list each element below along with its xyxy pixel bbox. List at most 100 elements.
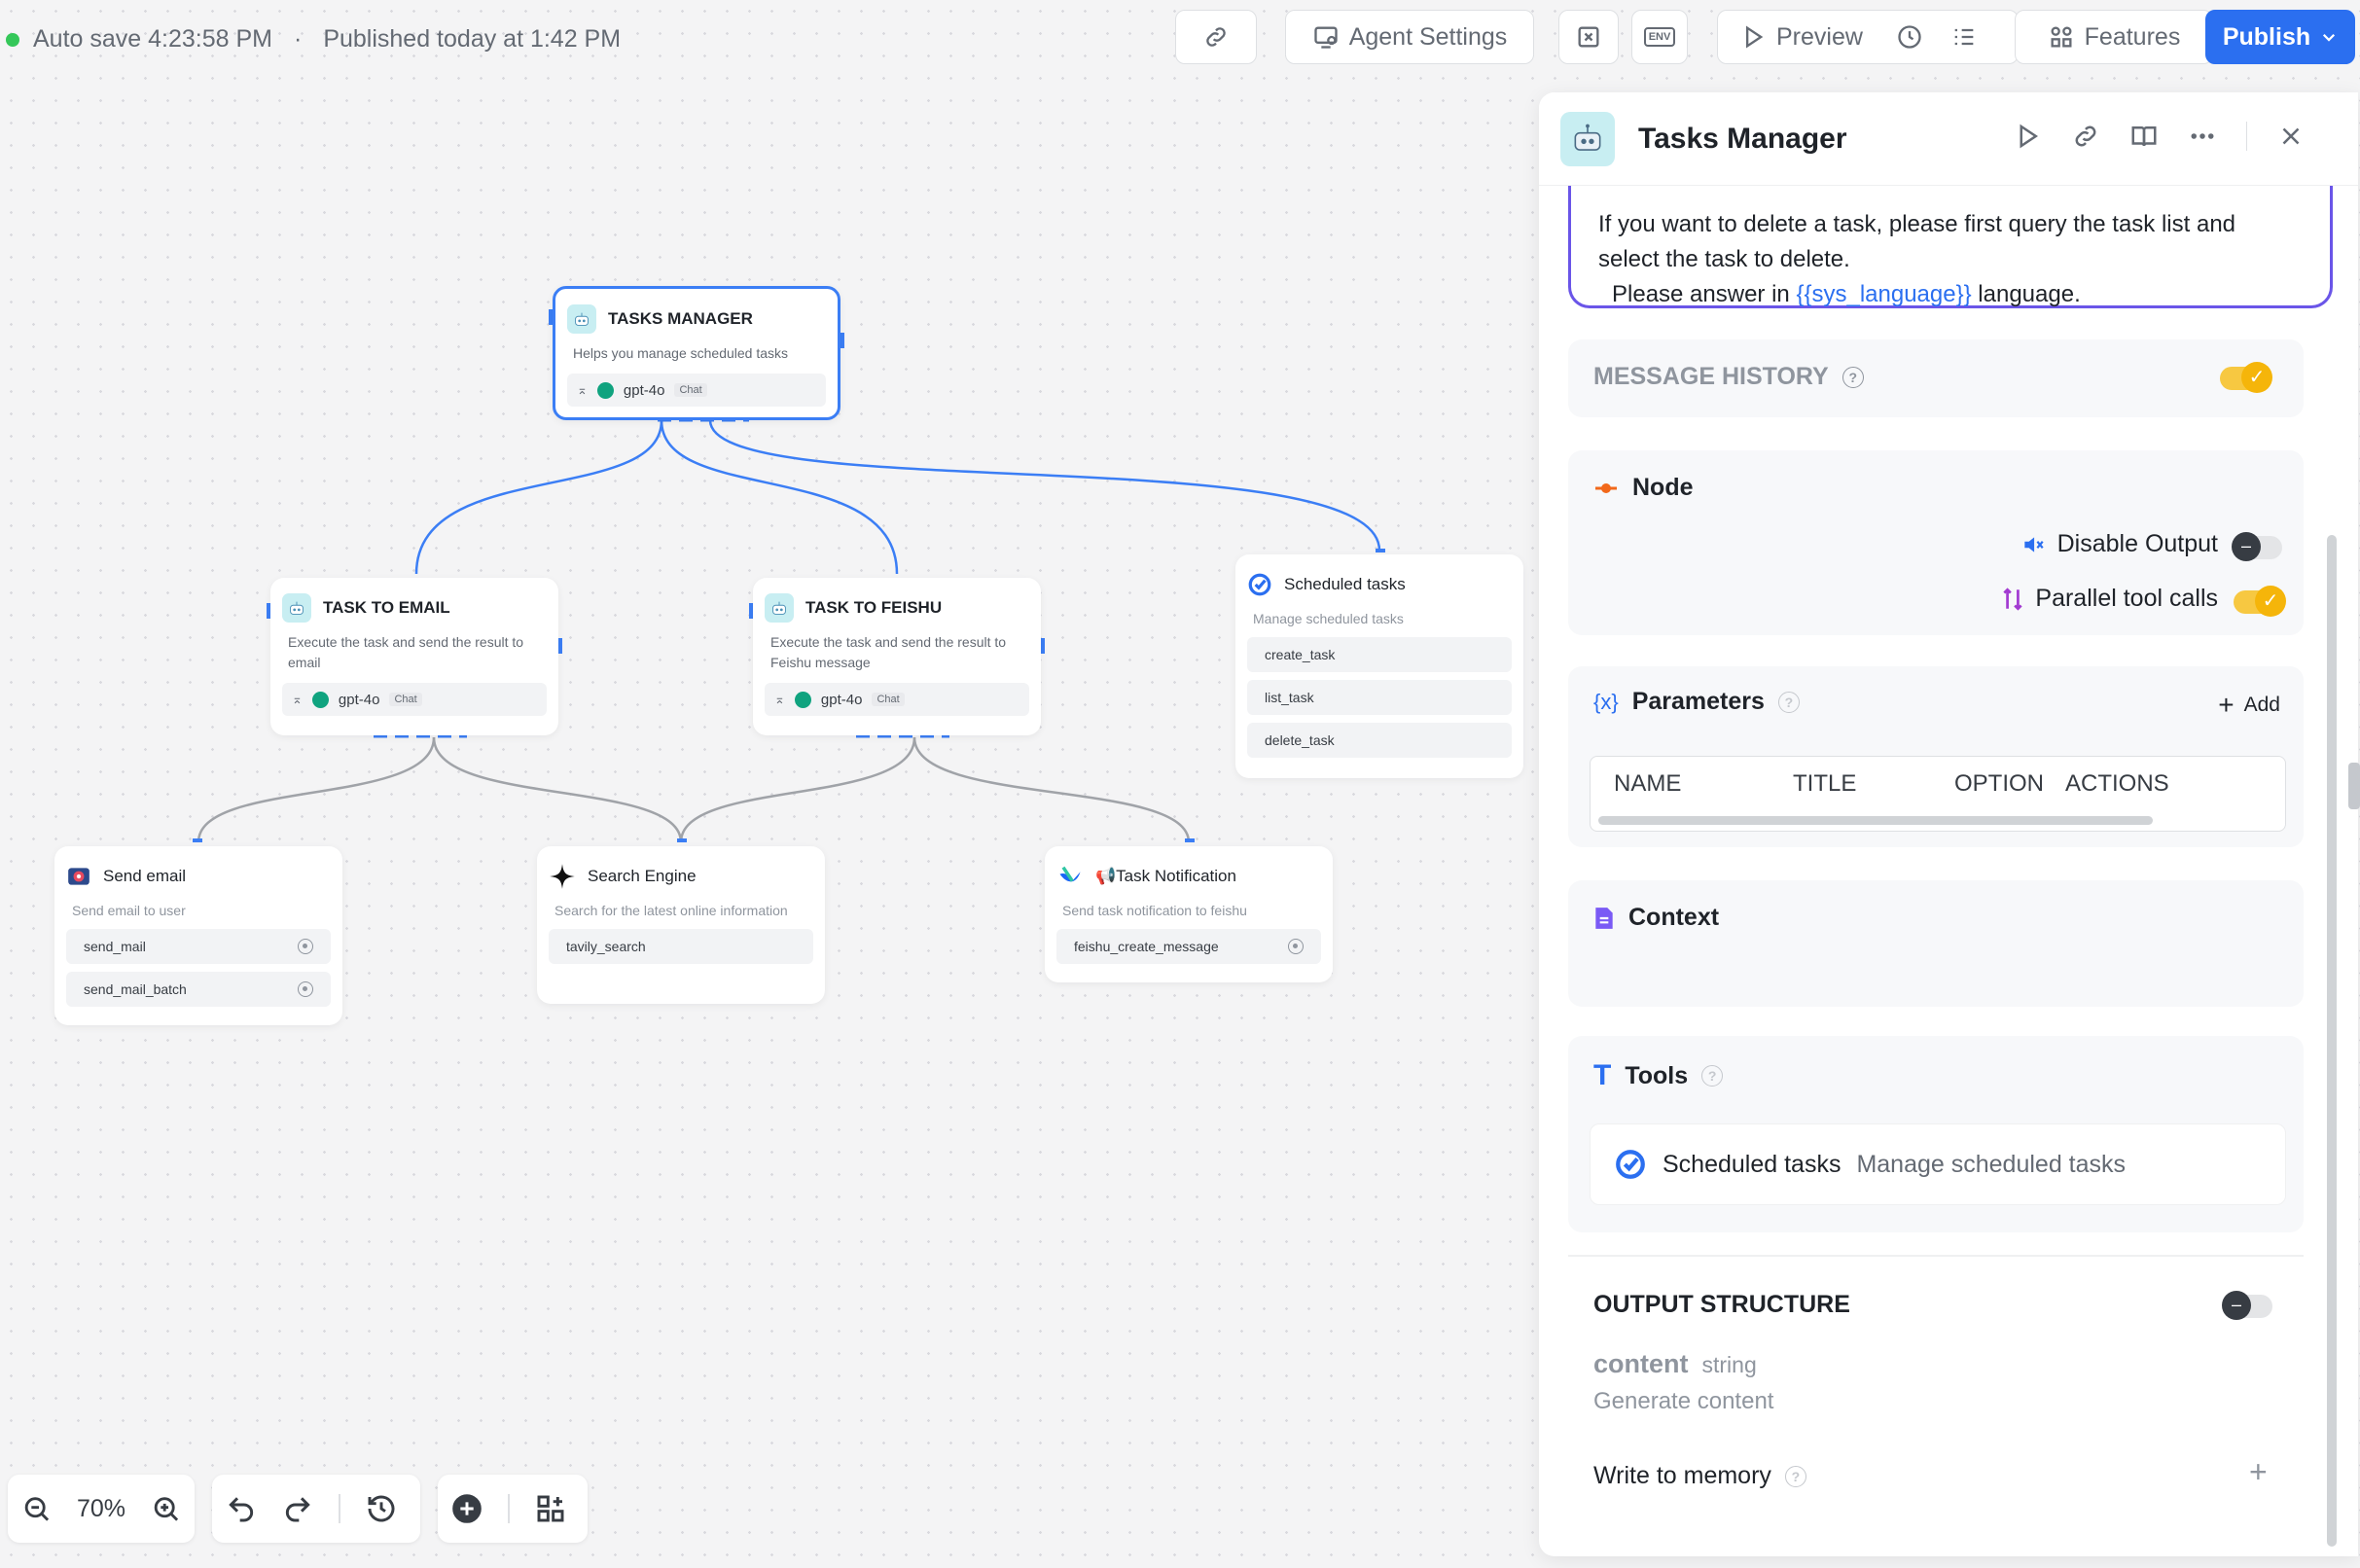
plus-icon: +: [2218, 690, 2235, 720]
tool-description: Manage scheduled tasks: [1856, 1150, 2127, 1178]
tool-item[interactable]: delete_task: [1247, 723, 1512, 758]
message-history-label: MESSAGE HISTORY: [1593, 363, 1829, 390]
model-name: gpt-4o: [820, 691, 863, 708]
chevron-down-icon: [2323, 33, 2336, 42]
publish-button[interactable]: Publish: [2205, 10, 2355, 64]
link-icon[interactable]: [2071, 122, 2100, 151]
zoom-in-icon[interactable]: [151, 1493, 181, 1524]
node-header: TASKS MANAGER: [567, 303, 826, 336]
parallel-tool-calls-toggle[interactable]: [2234, 586, 2286, 617]
undo-icon[interactable]: [226, 1493, 257, 1524]
toolbar-divider: [508, 1494, 510, 1523]
prompt-variable: {{sys_language}}: [1796, 281, 1972, 307]
prompt-line: select the task to delete.: [1598, 246, 1850, 272]
checklist-icon[interactable]: [1950, 23, 1978, 51]
tool-item[interactable]: send_mail: [66, 929, 331, 964]
message-history-toggle[interactable]: [2220, 362, 2272, 393]
play-icon: [1746, 25, 1764, 49]
help-icon[interactable]: ?: [1701, 1065, 1724, 1087]
node-description: Execute the task and send the result to …: [288, 634, 524, 670]
node-description: Send task notification to feishu: [1062, 903, 1247, 918]
radio-icon[interactable]: [298, 981, 313, 997]
output-structure-title: OUTPUT STRUCTURE: [1593, 1291, 1850, 1318]
node-title: Scheduled tasks: [1284, 575, 1406, 593]
autosave-text: Auto save 4:23:58 PM: [33, 25, 272, 53]
node-task-notification[interactable]: 📢Task Notification Send task notificatio…: [1045, 846, 1333, 982]
preview-label[interactable]: Preview: [1776, 22, 1863, 51]
node-title: TASKS MANAGER: [608, 309, 753, 328]
help-icon[interactable]: ?: [1842, 366, 1864, 388]
published-text: Published today at 1:42 PM: [323, 25, 622, 53]
history-icon[interactable]: [366, 1493, 397, 1524]
model-selector[interactable]: ⌅ gpt-4o Chat: [765, 683, 1029, 716]
tool-item[interactable]: tavily_search: [549, 929, 813, 964]
parameters-label: Parameters: [1631, 688, 1765, 715]
model-selector[interactable]: ⌅ gpt-4o Chat: [567, 374, 826, 407]
top-bar: Auto save 4:23:58 PM · Published today a…: [0, 0, 2360, 78]
output-field-description: Generate content: [1593, 1388, 1774, 1414]
radio-icon[interactable]: [1288, 939, 1304, 954]
prompt-text: Please answer in: [1612, 281, 1790, 307]
mail-app-icon: [68, 868, 89, 885]
document-icon: [1595, 907, 1613, 929]
layout-grid-icon[interactable]: [535, 1493, 566, 1524]
add-node-icon[interactable]: [451, 1493, 483, 1524]
help-icon[interactable]: ?: [1777, 691, 1800, 713]
status-separator: ·: [293, 25, 303, 53]
node-title-text: Task Notification: [1116, 867, 1236, 885]
link-button[interactable]: [1175, 10, 1257, 64]
tool-name: send_mail_batch: [84, 981, 187, 997]
tool-name: tavily_search: [566, 939, 646, 954]
parallel-icon: [2003, 587, 2023, 611]
openai-icon: [794, 691, 811, 708]
mute-icon: [2023, 536, 2044, 552]
write-to-memory-row: Write to memory ?: [1593, 1462, 1806, 1490]
zoom-out-icon[interactable]: [21, 1493, 52, 1524]
tool-item[interactable]: send_mail_batch: [66, 972, 331, 1007]
tool-item[interactable]: feishu_create_message: [1056, 929, 1321, 964]
output-field-type: string: [1701, 1352, 1757, 1377]
graph-edges: [193, 309, 1385, 843]
history-clock-icon[interactable]: [1896, 23, 1923, 51]
disable-output-label: Disable Output: [2056, 530, 2218, 557]
run-icon[interactable]: [2013, 122, 2042, 151]
message-history-section: MESSAGE HISTORY ?: [1568, 339, 2304, 417]
column-header: TITLE: [1793, 770, 1857, 797]
system-prompt-editor[interactable]: If you want to delete a task, please fir…: [1568, 170, 2333, 308]
node-task-to-feishu[interactable]: TASK TO FEISHU Execute the task and send…: [753, 578, 1041, 735]
redo-icon[interactable]: [282, 1493, 313, 1524]
node-search-engine[interactable]: Search Engine Search for the latest onli…: [537, 846, 825, 1004]
node-scheduled-tasks[interactable]: Scheduled tasks Manage scheduled tasks c…: [1235, 554, 1523, 778]
node-title: Search Engine: [588, 867, 697, 885]
help-icon[interactable]: ?: [1784, 1465, 1806, 1487]
close-icon[interactable]: [2276, 122, 2306, 151]
node-task-to-email[interactable]: TASK TO EMAIL Execute the task and send …: [270, 578, 558, 735]
table-scrollbar[interactable]: [1598, 816, 2153, 825]
tool-card-scheduled-tasks[interactable]: Scheduled tasks Manage scheduled tasks: [1590, 1123, 2286, 1205]
parallel-tool-calls-row: Parallel tool calls: [2000, 585, 2218, 613]
radio-icon[interactable]: [298, 939, 313, 954]
agent-settings-button[interactable]: Agent Settings: [1285, 10, 1534, 64]
features-button[interactable]: Features: [2015, 10, 2213, 64]
add-memory-button[interactable]: +: [2249, 1454, 2268, 1489]
tool-item[interactable]: create_task: [1247, 637, 1512, 672]
node-tasks-manager[interactable]: TASKS MANAGER Helps you manage scheduled…: [553, 286, 840, 420]
api-button[interactable]: [1558, 10, 1619, 64]
tool-item[interactable]: list_task: [1247, 680, 1512, 715]
more-icon[interactable]: [2188, 122, 2217, 151]
output-structure-toggle[interactable]: [2222, 1291, 2272, 1320]
add-parameter-button[interactable]: + Add: [2218, 690, 2280, 721]
parameters-section: {x} Parameters ? + Add NAME TITLE OPTION…: [1568, 666, 2304, 847]
node-send-email[interactable]: Send email Send email to user send_mail …: [54, 846, 342, 1025]
node-header: Search Engine: [549, 860, 813, 893]
book-icon[interactable]: [2129, 122, 2159, 151]
node-description: Manage scheduled tasks: [1253, 611, 1404, 626]
panel-resize-handle[interactable]: [2348, 763, 2360, 809]
model-selector[interactable]: ⌅ gpt-4o Chat: [282, 683, 547, 716]
panel-scrollbar[interactable]: [2327, 535, 2337, 1547]
disable-output-toggle[interactable]: [2232, 532, 2282, 561]
agent-avatar: [1560, 111, 1615, 166]
env-button[interactable]: ENV: [1631, 10, 1688, 64]
tools-label: Tools: [1625, 1061, 1689, 1089]
node-header: TASK TO FEISHU: [765, 591, 1029, 624]
